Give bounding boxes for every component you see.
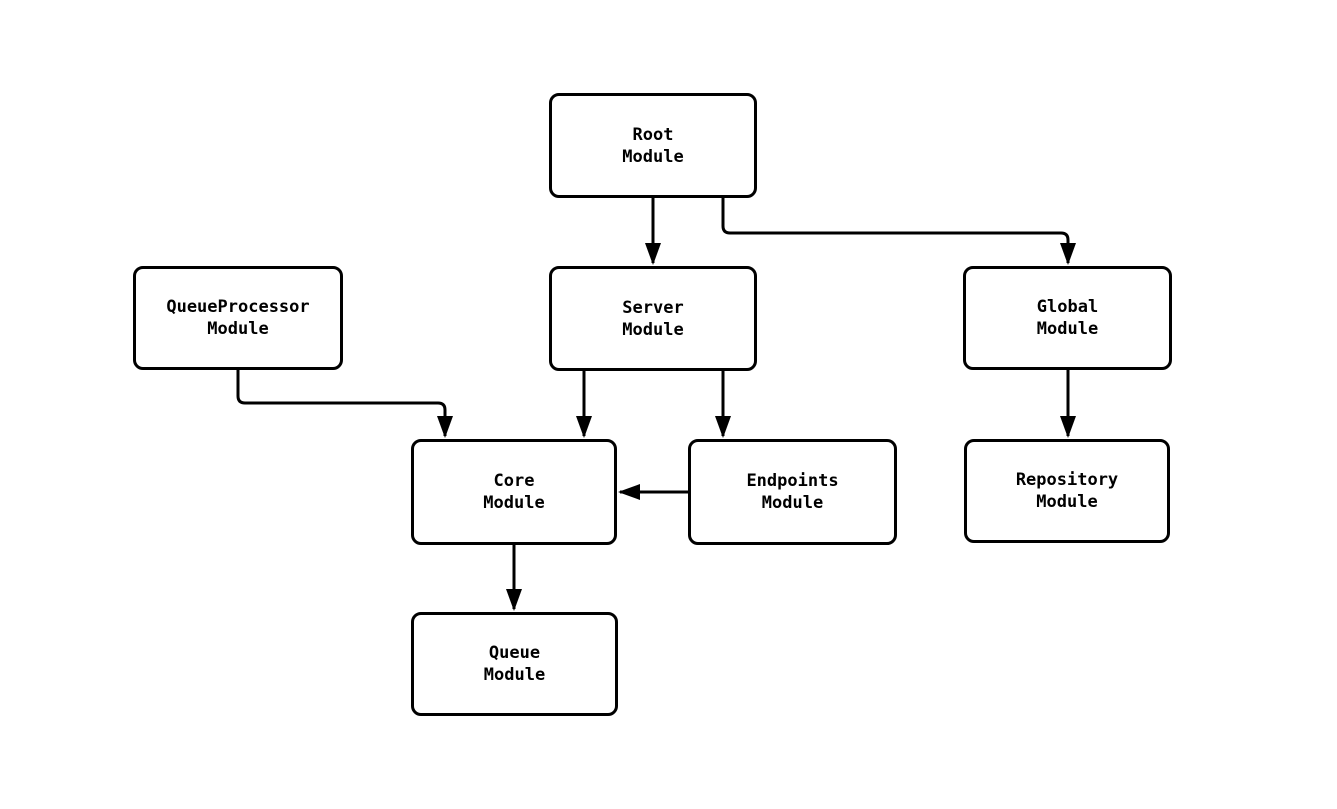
- node-repository-module-label: Repository Module: [1015, 470, 1119, 512]
- node-endpoints-module: Endpoints Module: [688, 439, 897, 545]
- node-repository-module: Repository Module: [964, 439, 1170, 543]
- node-core-module: Core Module: [411, 439, 617, 545]
- node-server-module-label: Server Module: [622, 297, 684, 340]
- node-endpoints-module-label: Endpoints Module: [746, 471, 839, 513]
- node-queueprocessor-module: QueueProcessor Module: [133, 266, 343, 370]
- node-global-module: Global Module: [963, 266, 1172, 370]
- node-queueprocessor-module-label: QueueProcessor Module: [166, 297, 310, 339]
- edge-queueprocessor-to-core: [236, 370, 453, 438]
- node-queue-module-label: Queue Module: [483, 643, 546, 685]
- node-core-module-label: Core Module: [483, 471, 545, 513]
- node-global-module-label: Global Module: [1036, 297, 1099, 339]
- edge-root-to-global: [721, 198, 1076, 265]
- node-root-module-label: Root Module: [622, 124, 684, 167]
- node-queue-module: Queue Module: [411, 612, 618, 716]
- node-root-module: Root Module: [549, 93, 757, 198]
- node-server-module: Server Module: [549, 266, 757, 371]
